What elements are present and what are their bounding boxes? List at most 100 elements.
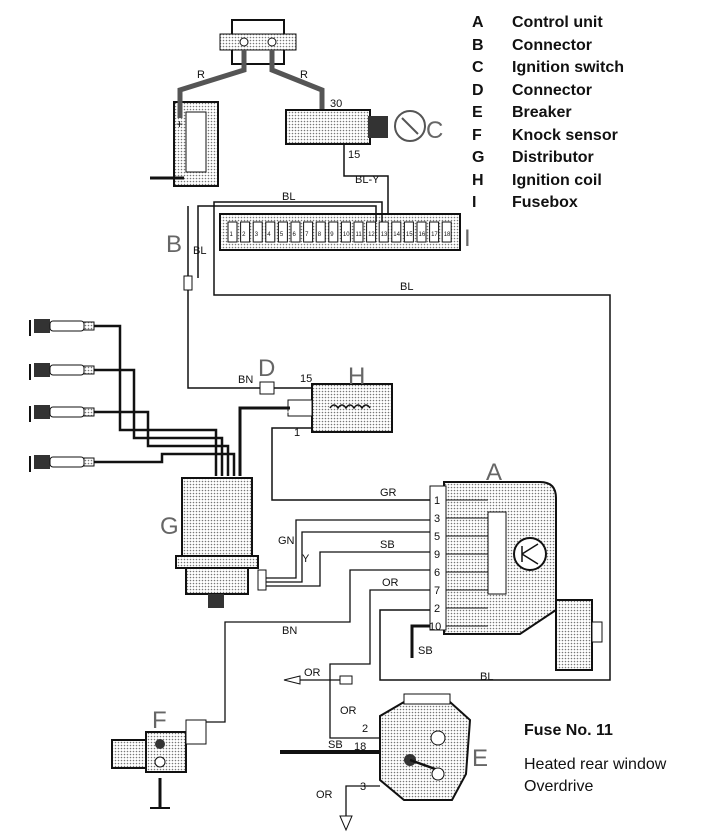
cu-pin-label: 1 [434, 495, 440, 507]
legend-label: Knock sensor [512, 126, 618, 144]
letter-b: B [166, 231, 182, 258]
wire-label: BL-Y [355, 174, 380, 186]
fuse-number: 5 [280, 232, 284, 238]
wire-label: OR [340, 705, 357, 717]
pin-label: 2 [362, 723, 368, 735]
spark-plug [29, 319, 95, 336]
cu-pin-label: 5 [434, 531, 440, 543]
wire-r-left [177, 50, 247, 118]
fuse-number: 17 [431, 232, 438, 238]
pin-label: 3 [360, 781, 366, 793]
fuse-number: 7 [305, 232, 309, 238]
letter-f: F [152, 707, 167, 734]
cu-pin-label: 2 [434, 603, 440, 615]
ht-lead [94, 410, 230, 476]
wire-label: BN [282, 625, 297, 637]
distributor [175, 477, 267, 608]
letter-i: I [464, 225, 471, 252]
wire-or [329, 589, 430, 739]
fuse-slot [227, 221, 238, 243]
spark-plug [29, 405, 95, 422]
wire-label: SB [418, 645, 433, 657]
wire-label: Y [302, 553, 310, 565]
wire-label: BL [400, 281, 413, 293]
letter-a: A [486, 459, 502, 486]
fuse-number: 11 [356, 232, 363, 238]
wire-label: R [197, 69, 205, 81]
fuse-slot [403, 221, 414, 243]
fuse-number: 16 [419, 232, 426, 238]
fuse-slot [340, 221, 351, 243]
fuse-number: 8 [318, 232, 322, 238]
legend-key: H [472, 171, 484, 189]
legend-label: Connector [512, 81, 592, 99]
fuse-number: 3 [255, 232, 259, 238]
legend-label: Connector [512, 36, 592, 54]
fuse-slot [290, 221, 301, 243]
top-relay [219, 19, 297, 65]
wire-label: OR [316, 789, 333, 801]
legend-key: E [472, 104, 483, 122]
fuse-item: Overdrive [524, 778, 594, 795]
fuse-slot [366, 221, 377, 243]
wire-label: BL [480, 671, 493, 683]
legend-row: H Ignition coil [472, 170, 712, 193]
control-unit [429, 481, 603, 671]
pin-label: 30 [330, 98, 342, 110]
pin-label: 15 [348, 149, 360, 161]
legend-key: D [472, 81, 484, 99]
legend-label: Ignition coil [512, 171, 602, 189]
legend-key: G [472, 149, 485, 167]
wire-bl-b [187, 206, 260, 389]
fuse-info: Fuse No. 11 Heated rear window Overdrive [524, 722, 714, 798]
fuse-slot [378, 221, 389, 243]
fuse-slot [303, 221, 314, 243]
wire-gr [271, 427, 430, 501]
wire-label: OR [304, 667, 321, 679]
wire-r-right [269, 50, 325, 112]
spark-plug [29, 455, 95, 472]
fuse-slot [240, 221, 251, 243]
legend-key: F [472, 126, 482, 144]
fuse-number: 10 [343, 232, 350, 238]
breaker [379, 693, 472, 801]
cu-pin-label: 9 [434, 549, 440, 561]
fuse-number: 2 [242, 232, 246, 238]
wire-label: BL [193, 245, 206, 257]
battery: + [150, 101, 219, 187]
wire-label: SB [328, 739, 343, 751]
spark-plugs [29, 319, 236, 476]
fuse-number: 1 [230, 232, 234, 238]
legend-row: C Ignition switch [472, 57, 712, 80]
legend-key: I [472, 194, 477, 212]
cu-pin-label: 3 [434, 513, 440, 525]
fuse-number: 4 [267, 232, 271, 238]
cu-pin-label: 10 [429, 621, 441, 633]
fuse-slot [353, 221, 364, 243]
fuse-slot [328, 221, 339, 243]
letter-d: D [258, 355, 275, 382]
ht-lead [94, 452, 236, 476]
wire-label: BN [238, 374, 253, 386]
svg-text:+: + [176, 117, 183, 131]
legend-label: Ignition switch [512, 59, 624, 77]
fuse-number: 13 [381, 232, 388, 238]
fuse-slot [277, 221, 288, 243]
connector-b [183, 275, 193, 291]
wire-label: GN [278, 535, 295, 547]
cu-pin-label: 7 [434, 585, 440, 597]
fuse-number: 6 [293, 232, 297, 238]
pin-label: 18 [354, 741, 366, 753]
legend-key: C [472, 59, 484, 77]
wire-label: BL [282, 191, 295, 203]
ignition-switch [285, 109, 426, 145]
fuse-slot [391, 221, 402, 243]
letter-c: C [426, 117, 443, 144]
fuse-number: 18 [444, 232, 451, 238]
